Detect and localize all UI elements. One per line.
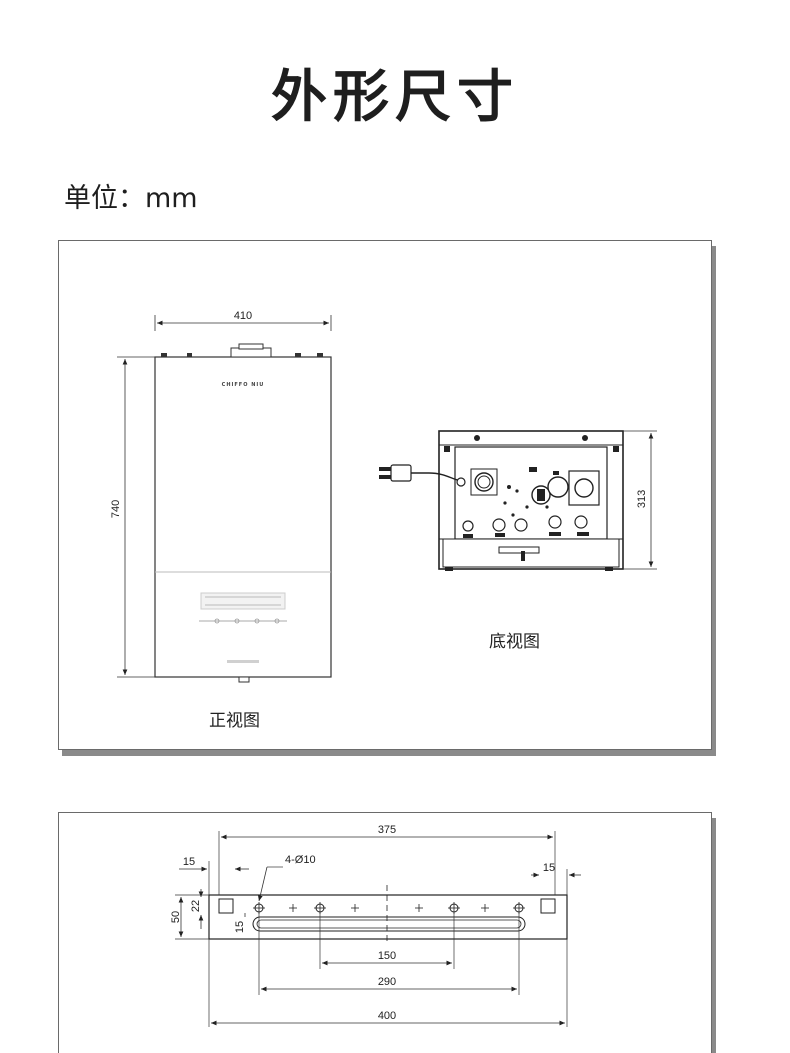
height-dimension: 740 bbox=[110, 356, 155, 678]
bottom-view bbox=[379, 430, 624, 571]
display-panel bbox=[200, 592, 286, 610]
hole-height-label: 22 bbox=[190, 900, 202, 912]
bottom-view-caption: 底视图 bbox=[489, 632, 540, 652]
total-length-label: 400 bbox=[378, 1010, 396, 1022]
width-label: 410 bbox=[234, 310, 252, 322]
mid-span-label: 290 bbox=[378, 976, 396, 988]
unit-label: 单位：mm bbox=[64, 183, 198, 214]
height-label: 740 bbox=[110, 500, 122, 518]
boiler-body bbox=[154, 356, 332, 678]
left-offset-label: 15 bbox=[183, 856, 195, 868]
bottom-logo bbox=[227, 660, 259, 663]
views-drawing: CHIFFO NIU 410 740 bbox=[110, 310, 657, 683]
page-title: 外形尺寸 bbox=[271, 65, 519, 130]
power-plug bbox=[390, 464, 412, 482]
right-offset-label: 15 bbox=[543, 862, 555, 874]
right-mount-square bbox=[540, 898, 556, 914]
overall-hole-span-label: 375 bbox=[378, 824, 396, 836]
depth-label: 313 bbox=[636, 490, 648, 508]
bracket-panel: 375 15 15 4-Ø10 50 22 15 150 bbox=[58, 812, 712, 1053]
front-view-caption: 正视图 bbox=[209, 711, 260, 731]
hole-note-label: 4-Ø10 bbox=[285, 854, 316, 866]
width-dimension: 410 bbox=[154, 310, 332, 331]
front-view: CHIFFO NIU bbox=[154, 343, 332, 683]
brand-text: CHIFFO NIU bbox=[222, 382, 265, 388]
dimension-views-panel: CHIFFO NIU 410 740 bbox=[58, 240, 712, 750]
height-label: 50 bbox=[170, 911, 182, 923]
slot-offset-label: 15 bbox=[234, 921, 246, 933]
bracket-drawing: 375 15 15 4-Ø10 50 22 15 150 bbox=[170, 824, 581, 1027]
left-mount-square bbox=[218, 898, 234, 914]
depth-dimension: 313 bbox=[623, 430, 657, 570]
inner-span-label: 150 bbox=[378, 950, 396, 962]
